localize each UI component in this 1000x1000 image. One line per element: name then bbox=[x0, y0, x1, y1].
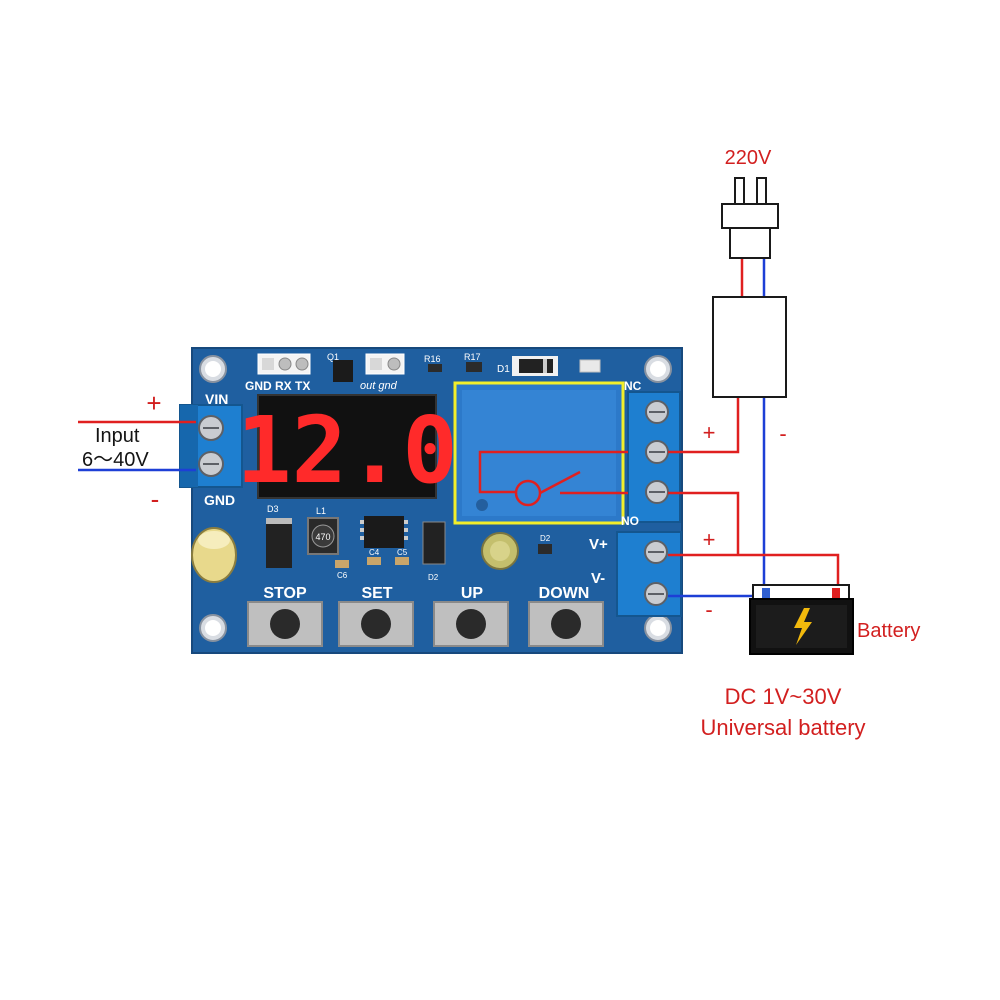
c5-label: C5 bbox=[397, 548, 408, 557]
input-range: 6～40V bbox=[82, 449, 149, 471]
inductor-icon: 470 bbox=[307, 517, 339, 555]
relay-switch-symbol bbox=[478, 450, 628, 507]
diode-d3-icon bbox=[266, 518, 292, 568]
vplus-label: V+ bbox=[589, 536, 608, 553]
display-reading: 12.0 bbox=[236, 397, 458, 504]
screw-icon bbox=[644, 540, 668, 564]
input-plus-sign: + bbox=[146, 388, 161, 418]
battery-icon bbox=[749, 584, 854, 655]
diode-d2-icon bbox=[422, 521, 446, 565]
d2-label: D2 bbox=[428, 573, 439, 582]
l1-value: 470 bbox=[315, 532, 330, 542]
screw-icon bbox=[645, 480, 669, 504]
capacitor-icon bbox=[191, 527, 237, 583]
serial-header-icon bbox=[257, 353, 311, 375]
diode-band bbox=[266, 518, 292, 524]
chip-icon bbox=[360, 516, 408, 548]
button-down[interactable] bbox=[528, 601, 604, 647]
button-up-label: UP bbox=[461, 585, 484, 602]
load-plus-sign: + bbox=[703, 420, 716, 445]
screw-icon bbox=[198, 451, 224, 477]
nc-label: NC bbox=[624, 379, 642, 393]
charger-box bbox=[712, 296, 787, 398]
button-stop[interactable] bbox=[247, 601, 323, 647]
diode-d1-icon bbox=[512, 356, 558, 376]
input-terminal-block bbox=[179, 404, 243, 488]
screw-icon bbox=[644, 582, 668, 606]
screw-icon bbox=[198, 415, 224, 441]
r16-label: R16 bbox=[424, 354, 441, 364]
screw-icon bbox=[645, 400, 669, 424]
smd-capacitors-icon bbox=[335, 557, 409, 568]
battery-label: Battery bbox=[857, 620, 920, 642]
l1-label: L1 bbox=[316, 506, 326, 516]
seven-segment-display: 12.0 bbox=[236, 394, 458, 504]
screw-icon bbox=[645, 440, 669, 464]
button-set-label: SET bbox=[361, 585, 392, 602]
buzzer-icon bbox=[481, 532, 519, 570]
resistor-r17-icon bbox=[466, 362, 482, 372]
battery-terminal-block bbox=[616, 531, 682, 617]
c4-label: C4 bbox=[369, 548, 380, 557]
d3-label: D3 bbox=[267, 504, 279, 514]
resistor-r16-icon bbox=[428, 364, 442, 372]
mounting-hole-icon bbox=[644, 355, 672, 383]
button-up[interactable] bbox=[433, 601, 509, 647]
output-header-icon bbox=[365, 353, 405, 375]
battery-positive-wire bbox=[668, 553, 840, 590]
control-board: GND RX TX Q1 out gnd R16 R17 D1 12.0 bbox=[179, 347, 683, 654]
led-icon bbox=[579, 359, 601, 373]
header-label: GND RX TX bbox=[245, 379, 310, 393]
vminus-label: V- bbox=[591, 570, 605, 587]
ac-plug-icon bbox=[721, 177, 779, 259]
d2b-label: D2 bbox=[540, 534, 551, 543]
battery-spec-line2: Universal battery bbox=[700, 715, 865, 740]
input-label: Input bbox=[95, 425, 140, 447]
r17-label: R17 bbox=[464, 352, 481, 362]
battery-minus-sign: - bbox=[705, 597, 712, 622]
c6-label: C6 bbox=[337, 571, 348, 580]
load-minus-sign: - bbox=[779, 421, 786, 446]
button-set[interactable] bbox=[338, 601, 414, 647]
transistor-q1-icon bbox=[333, 360, 353, 382]
input-minus-sign: - bbox=[151, 484, 160, 514]
vin-label: VIN bbox=[205, 391, 228, 407]
no-label: NO bbox=[621, 514, 639, 528]
battery-plus-sign: + bbox=[703, 527, 716, 552]
d1-label: D1 bbox=[497, 364, 510, 375]
out-gnd-label: out gnd bbox=[360, 380, 398, 392]
q1-label: Q1 bbox=[327, 352, 339, 362]
battery-spec-line1: DC 1V~30V bbox=[725, 684, 842, 709]
relay-to-battery-wire bbox=[668, 491, 740, 555]
smd-diode-icon bbox=[538, 544, 552, 554]
button-down-label: DOWN bbox=[539, 585, 590, 602]
button-stop-label: STOP bbox=[263, 585, 307, 602]
mounting-hole-icon bbox=[199, 355, 227, 383]
lightning-bolt-icon bbox=[794, 608, 812, 645]
mounting-hole-icon bbox=[644, 614, 672, 642]
gnd-label: GND bbox=[204, 492, 235, 508]
relay-terminal-block bbox=[627, 391, 681, 523]
mounting-hole-icon bbox=[199, 614, 227, 642]
load-positive-wire bbox=[668, 395, 740, 454]
ac-voltage-label: 220V bbox=[725, 147, 772, 169]
